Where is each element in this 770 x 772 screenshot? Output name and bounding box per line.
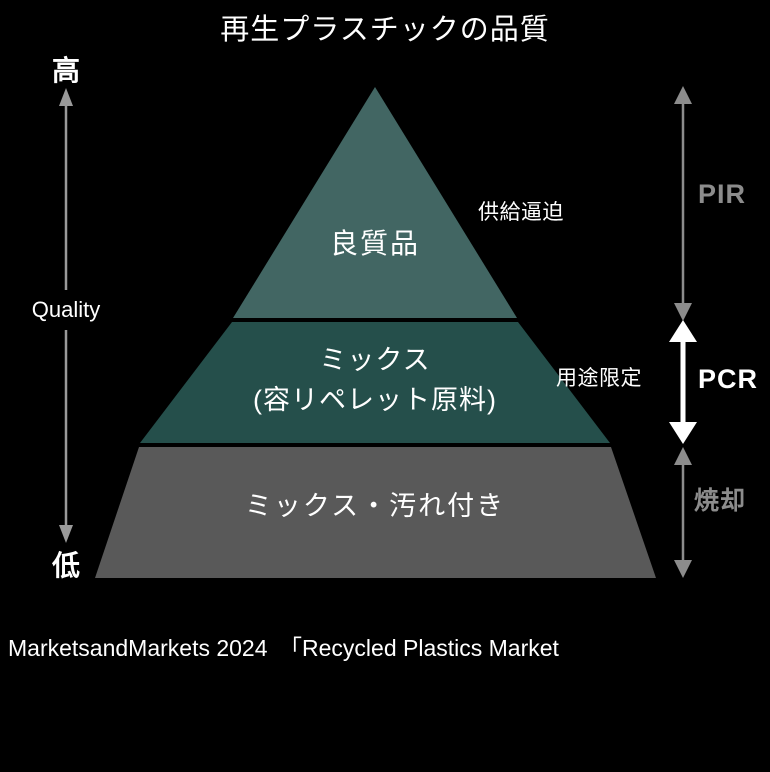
pyramid-tier-bottom-label: ミックス・汚れ付き [244,491,506,521]
pyramid-tier-middle [140,322,610,443]
bracket-label-incineration: 焼却 [694,487,747,515]
pyramid-tier-middle-label-sub: (容リペレット原料) [253,385,497,415]
pyramid-tier-top-label: 良質品 [329,228,420,259]
bracket-label-pcr: PCR [698,364,759,394]
pir-bracket-arrow [674,86,692,321]
pcr-bracket-arrow [669,320,697,444]
quality-axis-up-arrow [59,88,73,290]
page-title: 再生プラスチックの品質 [220,14,550,46]
annotation-supply-tight: 供給逼迫 [478,201,564,224]
pyramid-tier-top [233,87,517,318]
annotation-limited-use: 用途限定 [556,367,642,390]
pyramid-tier-middle-label-main: ミックス [319,345,431,375]
pyramid-tier-middle-label: ミックス (容リペレット原料) [195,340,555,420]
pyramid-tier-bottom [95,447,656,578]
incineration-bracket-arrow [674,447,692,578]
quality-axis-name: Quality [6,293,126,327]
quality-axis-high-label: 高 [51,55,80,86]
source-caption: MarketsandMarkets 2024 「Recycled Plastic… [8,635,559,661]
quality-axis-low-label: 低 [51,550,80,581]
quality-axis-down-arrow [59,330,73,543]
bracket-label-pir: PIR [698,179,747,209]
